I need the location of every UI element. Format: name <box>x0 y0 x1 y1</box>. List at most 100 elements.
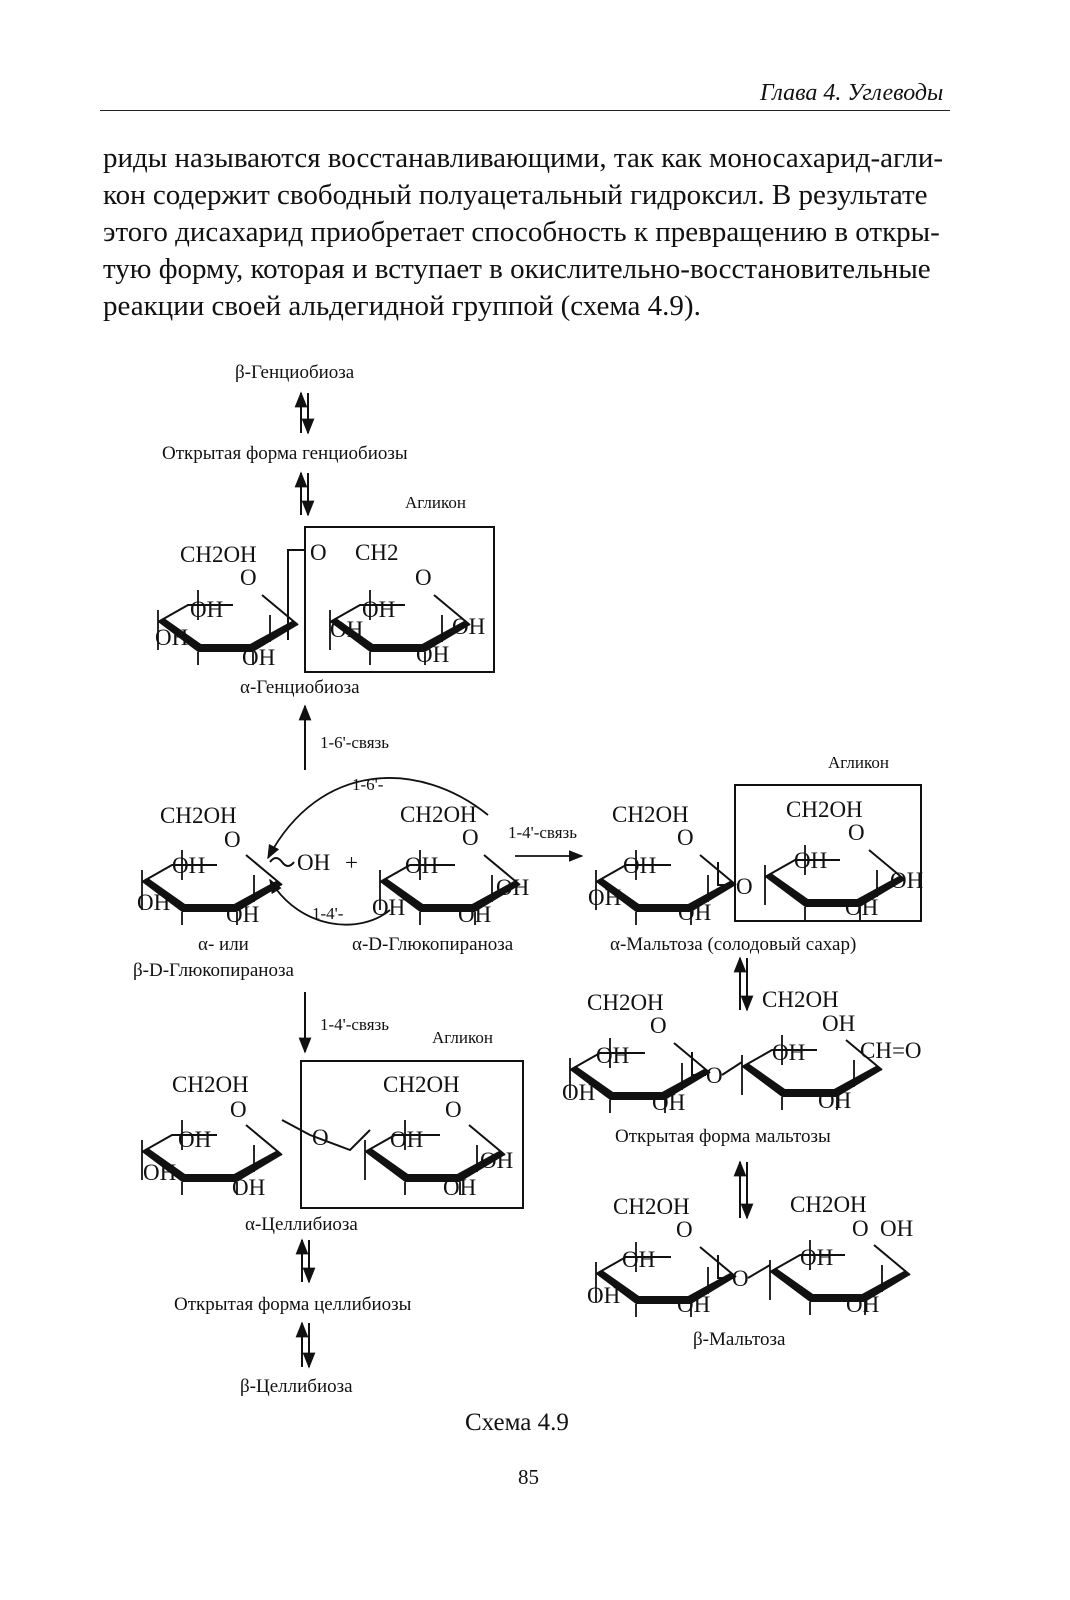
ch2oh-group: CH2OH <box>160 803 237 828</box>
beta-cellobiose-label: β-Целлибиоза <box>240 1376 353 1397</box>
ch2oh-group: CH2OH <box>612 802 689 827</box>
bridge-oxygen: O <box>312 1125 329 1150</box>
oh-group: OH <box>372 895 405 920</box>
arc-arrow-1-6 <box>267 777 489 860</box>
aglycone-label: Агликон <box>405 493 466 512</box>
oh-group: OH <box>587 1283 620 1308</box>
intro-line: риды называются восстанавливающими, так … <box>103 142 944 174</box>
anomeric-oh-group: OH <box>297 850 330 875</box>
oh-group: OH <box>416 642 449 667</box>
alpha-gentiobiose-structure: CH2OH O OH OH OH O CH2 O OH OH OH OH <box>155 526 495 673</box>
oh-group: OH <box>623 853 656 878</box>
oh-group: OH <box>890 868 923 893</box>
aglycone-box <box>300 1060 524 1209</box>
equilibrium-arrow <box>733 1160 754 1220</box>
oh-group: OH <box>846 1292 879 1317</box>
ch2oh-group: CH2OH <box>587 990 664 1015</box>
oh-group: OH <box>588 885 621 910</box>
ring-oxygen: O <box>230 1097 247 1122</box>
oh-group: OH <box>845 895 878 920</box>
oh-group: OH <box>678 900 711 925</box>
intro-line: кон содержит свободный полуацетальный ги… <box>103 179 928 211</box>
oh-group: OH <box>480 1148 513 1173</box>
open-maltose-structure: CH2OH O OH OH OH O CH2OH OH OH CH=O OH <box>562 987 922 1115</box>
anomeric-oh-group: OH <box>880 1216 913 1241</box>
equilibrium-arrow <box>294 391 315 435</box>
beta-gentiobiose-label: β-Генциобиоза <box>235 362 355 383</box>
glucopyranose-left-structure: CH2OH O OH OH OH OH + <box>137 803 358 927</box>
oh-group: OH <box>362 597 395 622</box>
ring-oxygen: O <box>676 1217 693 1242</box>
bridge-oxygen: O <box>310 540 327 565</box>
ch2oh-group: CH2OH <box>613 1194 690 1219</box>
ring-oxygen: O <box>677 825 694 850</box>
oh-group: OH <box>622 1247 655 1272</box>
glucopyranose-right-structure: CH2OH O OH OH OH OH <box>372 802 529 927</box>
intro-paragraph: риды называются восстанавливающими, так … <box>103 140 951 325</box>
alpha-d-glucopyranose-label: α-D-Глюкопираноза <box>352 934 514 955</box>
oh-group: OH <box>458 902 491 927</box>
ring-oxygen: O <box>415 565 432 590</box>
oh-group: OH <box>818 1088 851 1113</box>
oh-group: OH <box>143 1160 176 1185</box>
open-maltose-label: Открытая форма мальтозы <box>615 1126 831 1147</box>
arc-1-4-label: 1-4'- <box>312 904 344 923</box>
oh-group: OH <box>562 1080 595 1105</box>
ch2oh-group: CH2OH <box>383 1072 460 1097</box>
oh-group: OH <box>443 1175 476 1200</box>
oh-group: OH <box>405 853 438 878</box>
ch2oh-group: CH2OH <box>400 802 477 827</box>
bridge-oxygen: O <box>736 874 753 899</box>
equilibrium-arrow <box>295 1238 316 1284</box>
ch2oh-group: CH2OH <box>172 1072 249 1097</box>
intro-line: тую форму, которая и вступает в окислите… <box>103 253 931 285</box>
ch2oh-group: CH2OH <box>762 987 839 1012</box>
ring-oxygen: O <box>445 1097 462 1122</box>
equilibrium-arrow <box>295 1321 316 1369</box>
oh-group: OH <box>190 597 223 622</box>
oh-group: OH <box>232 1175 265 1200</box>
beta-maltose-label: β-Мальтоза <box>693 1329 786 1350</box>
open-gentiobiose-label: Открытая форма генциобиозы <box>162 443 408 464</box>
oh-group: OH <box>155 625 188 650</box>
oh-group: OH <box>390 1127 423 1152</box>
alpha-or-beta-label-2: β-D-Глюкопираноза <box>133 960 294 981</box>
ring-oxygen: O <box>848 820 865 845</box>
beta-maltose-structure: CH2OH O OH OH OH O CH2OH O OH OH OH <box>587 1192 913 1318</box>
oh-group: OH <box>772 1040 805 1065</box>
oh-group: OH <box>330 617 363 642</box>
bond-1-6-label: 1-6'-связь <box>320 733 389 752</box>
ring-oxygen: O <box>240 565 257 590</box>
oh-group: OH <box>652 1090 685 1115</box>
aglycone-box <box>734 784 922 922</box>
ring-oxygen: O <box>462 825 479 850</box>
aldehyde-group: CH=O <box>860 1038 922 1063</box>
bridge-oxygen: O <box>706 1063 723 1088</box>
aglycone-label: Агликон <box>828 753 889 772</box>
arc-arrow-1-4 <box>269 878 391 926</box>
alpha-cellobiose-label: α-Целлибиоза <box>245 1214 358 1235</box>
alpha-maltose-label: α-Мальтоза (солодовый сахар) <box>610 934 856 955</box>
bond-1-4-label: 1-4'-связь <box>320 1015 389 1034</box>
ch2oh-group: CH2OH <box>180 542 257 567</box>
oh-group: OH <box>800 1245 833 1270</box>
oh-group: OH <box>242 645 275 670</box>
intro-line: реакции своей альдегидной группой (схема… <box>103 290 701 322</box>
oh-group: OH <box>496 875 529 900</box>
aglycone-label: Агликон <box>432 1028 493 1047</box>
ch2-group: CH2 <box>355 540 398 565</box>
oh-group: OH <box>596 1043 629 1068</box>
oh-group: OH <box>137 890 170 915</box>
alpha-cellobiose-structure: CH2OH O OH OH OH O CH2OH O OH OH OH <box>141 1060 524 1209</box>
page-number: 85 <box>518 1465 539 1489</box>
oh-group: OH <box>677 1292 710 1317</box>
bond-1-4-arrow-label: 1-4'-связь <box>508 823 577 842</box>
ch2oh-group: CH2OH <box>786 797 863 822</box>
plus-sign: + <box>345 850 358 875</box>
oh-group: OH <box>226 902 259 927</box>
aglycone-box <box>304 526 495 673</box>
alpha-maltose-structure: CH2OH O OH OH OH O CH2OH O OH OH OH <box>588 784 923 926</box>
ch2oh-group: CH2OH <box>790 1192 867 1217</box>
intro-line: этого дисахарид приобретает способность … <box>103 216 940 248</box>
